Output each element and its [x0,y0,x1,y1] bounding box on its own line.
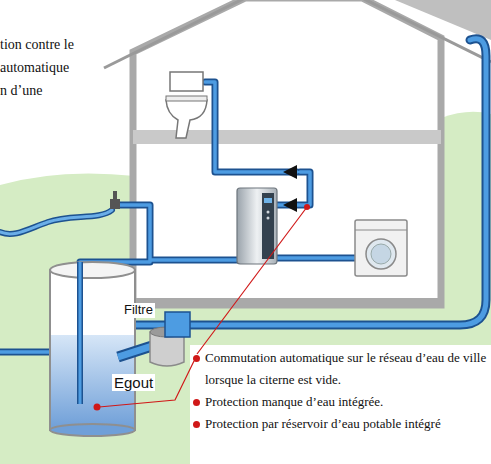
intro-text: n d’une [0,83,42,99]
toilet [166,96,207,101]
pump-unit [267,217,270,220]
callout-text: Protection par réservoir d’eau potable i… [205,413,441,435]
house [395,0,491,40]
flow-arrow [283,198,297,212]
callout-list: Commutation automatique sur le réseau d’… [193,347,488,435]
pipe [118,346,152,357]
flow-arrow [283,165,297,179]
leader-dot [94,404,101,411]
pipe [77,262,83,404]
filter [165,312,190,337]
callout-row: Commutation automatique sur le réseau d’… [193,347,488,391]
pipe [190,39,486,325]
hose [0,210,112,234]
washing-machine [366,239,396,269]
pipe [80,82,355,262]
bullet-dot [193,399,200,406]
pipe [80,82,355,262]
leader-line [197,207,307,354]
callout-text: Protection manque d’eau intégrée. [205,391,383,413]
washing-machine [371,244,391,264]
pipe [0,350,50,354]
washing-machine [355,220,407,276]
flow-arrow [283,165,297,212]
pipe [0,349,50,356]
callout-row: Protection par réservoir d’eau potable i… [193,413,488,435]
pump-unit [262,193,274,259]
callout-row: Protection manque d’eau intégrée. [193,391,488,413]
intro-text: tion contre le [0,37,74,53]
tap [113,191,117,199]
toilet [166,100,207,138]
leader-line [99,361,194,407]
hose [0,210,112,234]
pipe [135,323,165,328]
pump-unit [237,188,277,264]
toilet [170,72,203,91]
tap [110,199,120,209]
filter [165,312,190,337]
toilet [166,72,207,138]
pipe [118,346,152,357]
pump-unit [237,188,277,264]
bullet-dot [193,355,200,362]
part-name: Filtre [122,303,155,318]
house [104,0,245,68]
house [362,0,491,62]
washing-machine [355,230,407,231]
pump-unit [264,198,272,203]
cistern [50,424,135,436]
part-name: Egout [112,374,155,391]
washing-machine [355,220,407,276]
cistern [50,262,135,278]
house [133,298,441,306]
tap [110,191,120,209]
callout-panel [190,345,491,464]
intro-text: automatique [0,60,69,76]
leader-dot [304,204,310,210]
pump-unit [267,211,270,214]
pipe [190,39,486,325]
pipe [79,262,82,404]
callout-text: Commutation automatique sur le réseau d’… [205,347,488,391]
hose [0,210,112,234]
cistern [50,262,135,436]
bullet-dot [193,421,200,428]
